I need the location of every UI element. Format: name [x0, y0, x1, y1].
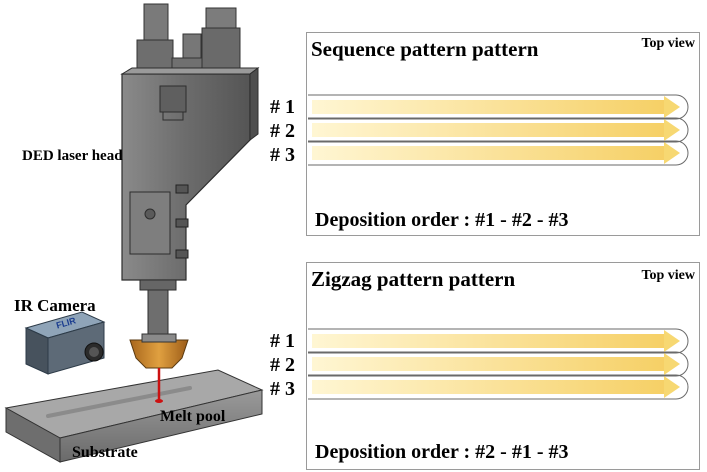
melt-pool-label: Melt pool — [160, 408, 226, 425]
track-outline — [308, 374, 689, 400]
substrate-plate — [4, 369, 264, 463]
laser-beam — [155, 368, 163, 403]
ir-camera — [24, 311, 106, 375]
track-arrow-head — [664, 376, 680, 398]
substrate-label: Substrate — [72, 444, 138, 461]
track-label-1: # 1 — [270, 330, 295, 352]
ir-camera-label: IR Camera — [14, 296, 96, 315]
track-arrow-head — [664, 142, 680, 164]
panel-title: Sequence pattern pattern — [311, 37, 539, 61]
head-body — [120, 67, 260, 335]
track-outline — [308, 140, 689, 166]
top-view-label: Top view — [641, 36, 695, 51]
track-arrow — [312, 334, 664, 348]
track-arrow-head — [664, 96, 680, 118]
track-arrow-head — [664, 119, 680, 141]
track-arrow-head — [664, 353, 680, 375]
deposition-order: Deposition order : #2 - #1 - #3 — [315, 441, 569, 463]
track-arrow — [312, 146, 664, 160]
track-arrow — [312, 380, 664, 394]
deposition-order: Deposition order : #1 - #2 - #3 — [315, 209, 569, 231]
ded-laser-head-label: DED laser head — [22, 148, 123, 164]
panel-title: Zigzag pattern pattern — [311, 267, 516, 291]
track-arrow — [312, 357, 664, 371]
track-label-3: # 3 — [270, 144, 295, 166]
track-arrow — [312, 123, 664, 137]
track-label-2: # 2 — [270, 120, 295, 142]
top-view-label: Top view — [641, 268, 695, 283]
track-arrow-head — [664, 330, 680, 352]
track-label-3: # 3 — [270, 378, 295, 400]
nozzle — [129, 333, 189, 369]
track-label-1: # 1 — [270, 96, 295, 118]
track-label-2: # 2 — [270, 354, 295, 376]
track-arrow — [312, 100, 664, 114]
